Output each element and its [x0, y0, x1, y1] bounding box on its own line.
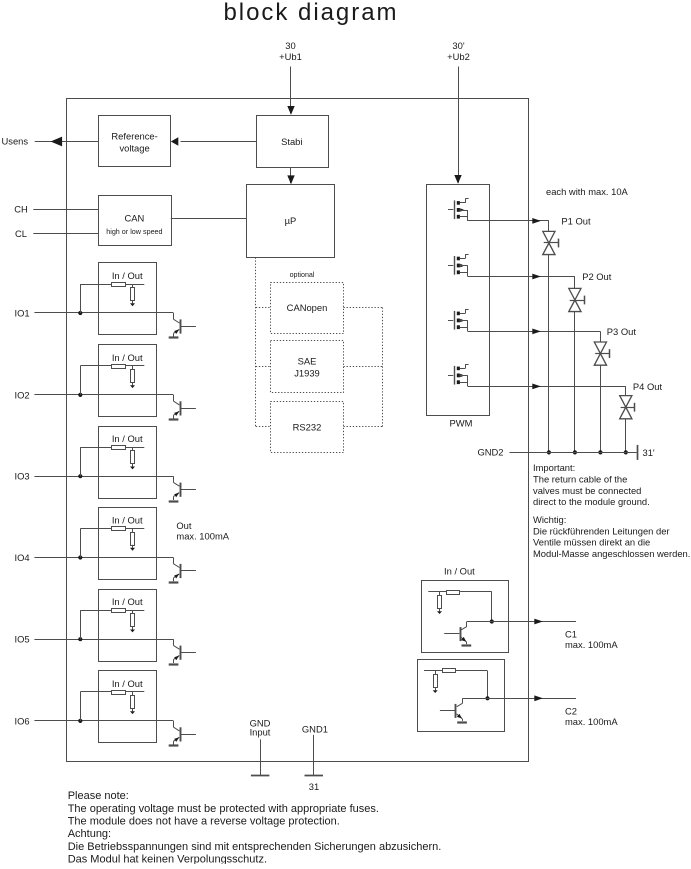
svg-text:direct to the module ground.: direct to the module ground.: [533, 496, 650, 507]
svg-text:Important:: Important:: [533, 462, 575, 473]
svg-text:P3 Out: P3 Out: [607, 326, 637, 337]
svg-text:P1 Out: P1 Out: [561, 215, 591, 226]
svg-text:µP: µP: [285, 215, 297, 226]
svg-text:In / Out: In / Out: [444, 566, 475, 577]
svg-text:30: 30: [285, 40, 295, 51]
svg-text:P2 Out: P2 Out: [582, 271, 612, 282]
svg-text:In / Out: In / Out: [112, 433, 143, 444]
svg-text:max. 100mA: max. 100mA: [565, 716, 618, 727]
svg-text:The module does not have a rev: The module does not have a reverse volta…: [68, 816, 340, 828]
svg-text:+Ub2: +Ub2: [447, 51, 470, 62]
svg-text:Modul-Masse angeschlossen werd: Modul-Masse angeschlossen werden.: [533, 548, 690, 559]
svg-text:GND2: GND2: [477, 447, 503, 458]
svg-text:each with max. 10A: each with max. 10A: [546, 186, 629, 197]
svg-text:Please note:: Please note:: [68, 790, 129, 802]
svg-text:RS232: RS232: [293, 422, 322, 433]
svg-text:In / Out: In / Out: [112, 515, 143, 526]
svg-text:CANopen: CANopen: [287, 302, 328, 313]
svg-text:Stabi: Stabi: [281, 136, 302, 147]
svg-text:C1: C1: [565, 629, 577, 640]
svg-text:Usens: Usens: [2, 136, 29, 147]
svg-text:31': 31': [643, 447, 655, 458]
svg-text:IO1: IO1: [15, 307, 30, 318]
svg-text:In / Out: In / Out: [112, 270, 143, 281]
svg-text:The return cable of the: The return cable of the: [533, 474, 627, 485]
svg-text:IO3: IO3: [15, 471, 30, 482]
svg-text:Das Modul hat keinen Verpolung: Das Modul hat keinen Verpolungsschutz.: [68, 854, 267, 864]
svg-text:block diagram: block diagram: [223, 0, 398, 26]
svg-text:high or low speed: high or low speed: [106, 227, 162, 236]
svg-text:optional: optional: [290, 271, 315, 279]
svg-text:In / Out: In / Out: [112, 678, 143, 689]
svg-text:max. 100mA: max. 100mA: [565, 639, 618, 650]
svg-text:PWM: PWM: [450, 418, 473, 429]
svg-text:Wichtig:: Wichtig:: [533, 514, 566, 525]
svg-text:Reference-: Reference-: [111, 131, 157, 142]
svg-text:GND: GND: [250, 718, 271, 729]
svg-text:30': 30': [452, 40, 464, 51]
svg-text:The operating voltage must be: The operating voltage must be protected …: [68, 803, 379, 815]
svg-text:Die Betriebsspannungen sind mi: Die Betriebsspannungen sind mit entsprec…: [68, 841, 442, 853]
svg-text:Input: Input: [250, 727, 271, 738]
svg-text:GND1: GND1: [302, 723, 328, 734]
svg-text:In / Out: In / Out: [112, 596, 143, 607]
svg-text:Out: Out: [176, 520, 192, 531]
svg-text:voltage: voltage: [119, 143, 149, 154]
svg-text:Achtung:: Achtung:: [68, 828, 111, 840]
svg-text:CL: CL: [15, 228, 27, 239]
svg-text:+Ub1: +Ub1: [279, 51, 302, 62]
svg-text:IO6: IO6: [15, 715, 30, 726]
svg-text:IO2: IO2: [15, 389, 30, 400]
svg-text:Die rückführenden Leitungen de: Die rückführenden Leitungen der: [533, 525, 670, 536]
svg-text:SAE: SAE: [298, 355, 317, 366]
svg-text:CAN: CAN: [125, 213, 145, 224]
svg-text:IO5: IO5: [15, 634, 30, 645]
svg-text:C2: C2: [565, 706, 577, 717]
svg-text:In / Out: In / Out: [112, 352, 143, 363]
svg-text:max. 100mA: max. 100mA: [176, 531, 229, 542]
svg-text:CH: CH: [14, 204, 28, 215]
svg-text:J1939: J1939: [294, 367, 320, 378]
svg-text:P4 Out: P4 Out: [633, 381, 663, 392]
svg-text:IO4: IO4: [15, 552, 30, 563]
svg-text:31: 31: [309, 781, 319, 792]
svg-text:valves must be connected: valves must be connected: [533, 485, 641, 496]
svg-text:Ventile müssen direkt an die: Ventile müssen direkt an die: [533, 537, 650, 548]
